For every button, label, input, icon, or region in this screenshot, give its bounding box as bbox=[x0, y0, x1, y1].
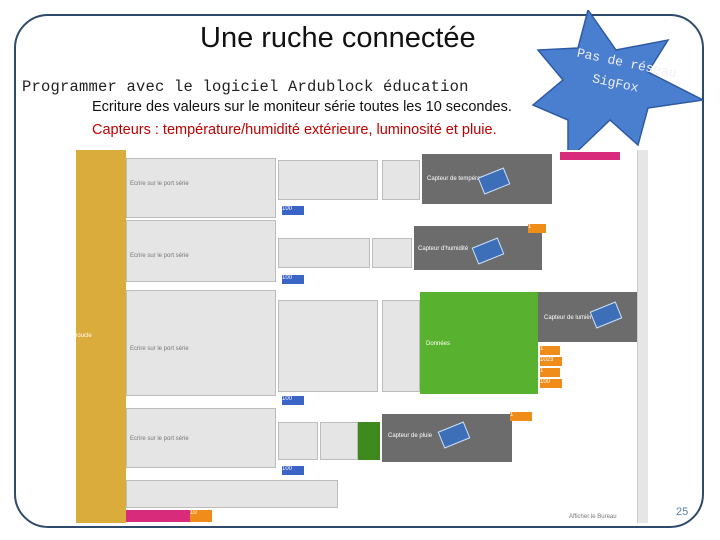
sensor-label-3: Capteur de lumière bbox=[544, 315, 596, 321]
write-block-3[interactable] bbox=[126, 290, 276, 396]
description-line: Ecriture des valeurs sur le moniteur sér… bbox=[92, 99, 512, 115]
write-block-2[interactable] bbox=[126, 220, 276, 282]
message-block-4[interactable] bbox=[278, 422, 318, 460]
message-block-1[interactable] bbox=[278, 160, 378, 200]
data-label: Données bbox=[426, 341, 451, 347]
value-badge-3a[interactable]: 1 bbox=[540, 346, 560, 355]
value-badge-3c[interactable]: 1 bbox=[540, 368, 560, 377]
value-badge-3b[interactable]: 1023 bbox=[540, 357, 562, 366]
glue-block-1[interactable] bbox=[382, 160, 420, 200]
slide-subtitle: Programmer avec le logiciel Ardublock éd… bbox=[22, 78, 469, 96]
delay-value-2[interactable]: 100 bbox=[282, 275, 304, 284]
green-connector[interactable] bbox=[358, 422, 380, 460]
loop-label: boucle bbox=[74, 333, 92, 339]
value-badge-3d[interactable]: 100 bbox=[540, 379, 562, 388]
extra-block[interactable] bbox=[126, 480, 338, 508]
sensor-label-4: Capteur de pluie bbox=[388, 433, 433, 439]
sensor-block-3[interactable] bbox=[538, 292, 643, 342]
pink-block-bottom[interactable] bbox=[126, 510, 196, 522]
write-block-4[interactable] bbox=[126, 408, 276, 468]
sensor-label-2: Capteur d'humidité bbox=[418, 246, 469, 252]
write-block-1[interactable] bbox=[126, 158, 276, 218]
slide-frame bbox=[14, 14, 704, 528]
glue-block-4[interactable] bbox=[320, 422, 358, 460]
star-badge-icon bbox=[531, 10, 703, 160]
sensors-line: Capteurs : température/humidité extérieu… bbox=[92, 122, 497, 138]
ardublock-canvas: boucle Ecrire sur le port série Capteur … bbox=[72, 150, 648, 523]
delay-value-3[interactable]: 100 bbox=[282, 396, 304, 405]
message-block-2[interactable] bbox=[278, 238, 370, 268]
write-label-4: Ecrire sur le port série bbox=[130, 436, 189, 442]
value-badge-2[interactable]: 1 bbox=[528, 224, 546, 233]
page-number: 25 bbox=[676, 506, 689, 518]
loop-block[interactable] bbox=[76, 150, 126, 523]
delay-value-4[interactable]: 100 bbox=[282, 466, 304, 475]
write-label-3: Ecrire sur le port série bbox=[130, 346, 189, 352]
delay-value-1[interactable]: 100 bbox=[282, 206, 304, 215]
desktop-label: Afficher le Bureau bbox=[569, 514, 617, 520]
message-block-3[interactable] bbox=[278, 300, 378, 392]
data-block[interactable] bbox=[420, 292, 538, 394]
write-label-2: Ecrire sur le port série bbox=[130, 253, 189, 259]
vertical-scrollbar[interactable] bbox=[637, 150, 648, 523]
slide-title: Une ruche connectée bbox=[200, 22, 476, 54]
glue-block-3[interactable] bbox=[382, 300, 420, 392]
pink-bar bbox=[560, 152, 620, 160]
sensor-label-1: Capteur de température bbox=[427, 176, 491, 182]
bottom-value[interactable]: 10 bbox=[190, 510, 212, 522]
glue-block-2[interactable] bbox=[372, 238, 412, 268]
write-label-1: Ecrire sur le port série bbox=[130, 181, 189, 187]
value-badge-4[interactable]: 1 bbox=[510, 412, 532, 421]
